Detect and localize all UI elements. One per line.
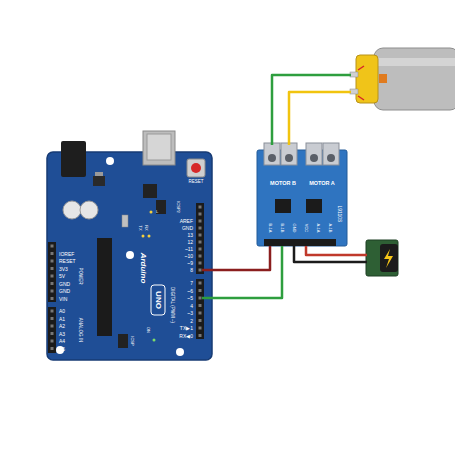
dc-motor	[350, 48, 455, 110]
pin-label: ~3	[187, 311, 193, 316]
led-label: RX	[144, 225, 148, 231]
pin-label: 8	[190, 268, 193, 273]
header-label: DIGITAL (PWM ~)	[170, 287, 175, 323]
pin-label: RESET	[59, 259, 76, 264]
header-label: ICSP2	[176, 201, 180, 213]
wires	[202, 75, 367, 298]
pin-label: GND	[59, 281, 70, 286]
pin-label: A4	[59, 339, 65, 344]
pin-label: RX◀0	[179, 333, 193, 338]
pin-label: A-1A	[316, 224, 320, 233]
pin-label: ~6	[187, 288, 193, 293]
pin-label: GND	[182, 226, 193, 231]
header-label: ANALOG IN	[78, 318, 83, 343]
terminal-label: MOTOR A	[309, 181, 335, 187]
pin-label: ~10	[185, 254, 193, 259]
pin-label: 13	[187, 233, 193, 238]
button-label: RESET	[188, 180, 203, 185]
pin-label: IOREF	[59, 251, 74, 256]
pin-label: ~5	[187, 296, 193, 301]
pin-label: A0	[59, 309, 65, 314]
pin-label: ~9	[187, 261, 193, 266]
brand-label: Arduino	[139, 253, 147, 284]
pin-label: A5	[59, 346, 65, 351]
pin-label: A3	[59, 331, 65, 336]
pin-label: B-1B	[280, 224, 284, 233]
pin-label: 12	[187, 240, 193, 245]
pin-label: 3V3	[59, 266, 68, 271]
pin-label: 2	[190, 318, 193, 323]
pin-label: GND	[292, 224, 296, 233]
pin-label: A2	[59, 324, 65, 329]
pin-label: VCC	[304, 224, 308, 232]
terminal-label: MOTOR B	[270, 181, 296, 187]
model-label: UNO	[154, 291, 162, 309]
pin-label: 7	[190, 281, 193, 286]
pin-label: B-1A	[268, 224, 272, 233]
dc-power-jack	[366, 240, 398, 276]
header-label: ICSP	[130, 336, 134, 345]
chip-label: L9110S	[337, 206, 342, 223]
pin-label: A1	[59, 316, 65, 321]
pin-label: GND	[59, 289, 70, 294]
led-label: ON	[146, 327, 150, 333]
pin-label: ~11	[185, 247, 193, 252]
pin-label: A-1B	[328, 224, 332, 233]
pin-label: 4	[190, 303, 193, 308]
pin-label: TX▶1	[180, 326, 193, 331]
led-label: L	[156, 210, 158, 214]
led-label: TX	[138, 225, 142, 230]
pin-label: AREF	[180, 219, 193, 224]
header-label: POWER	[78, 267, 83, 284]
pin-label: VIN	[59, 296, 67, 301]
pin-label: 5V	[59, 274, 65, 279]
motor-driver-module	[257, 143, 347, 246]
